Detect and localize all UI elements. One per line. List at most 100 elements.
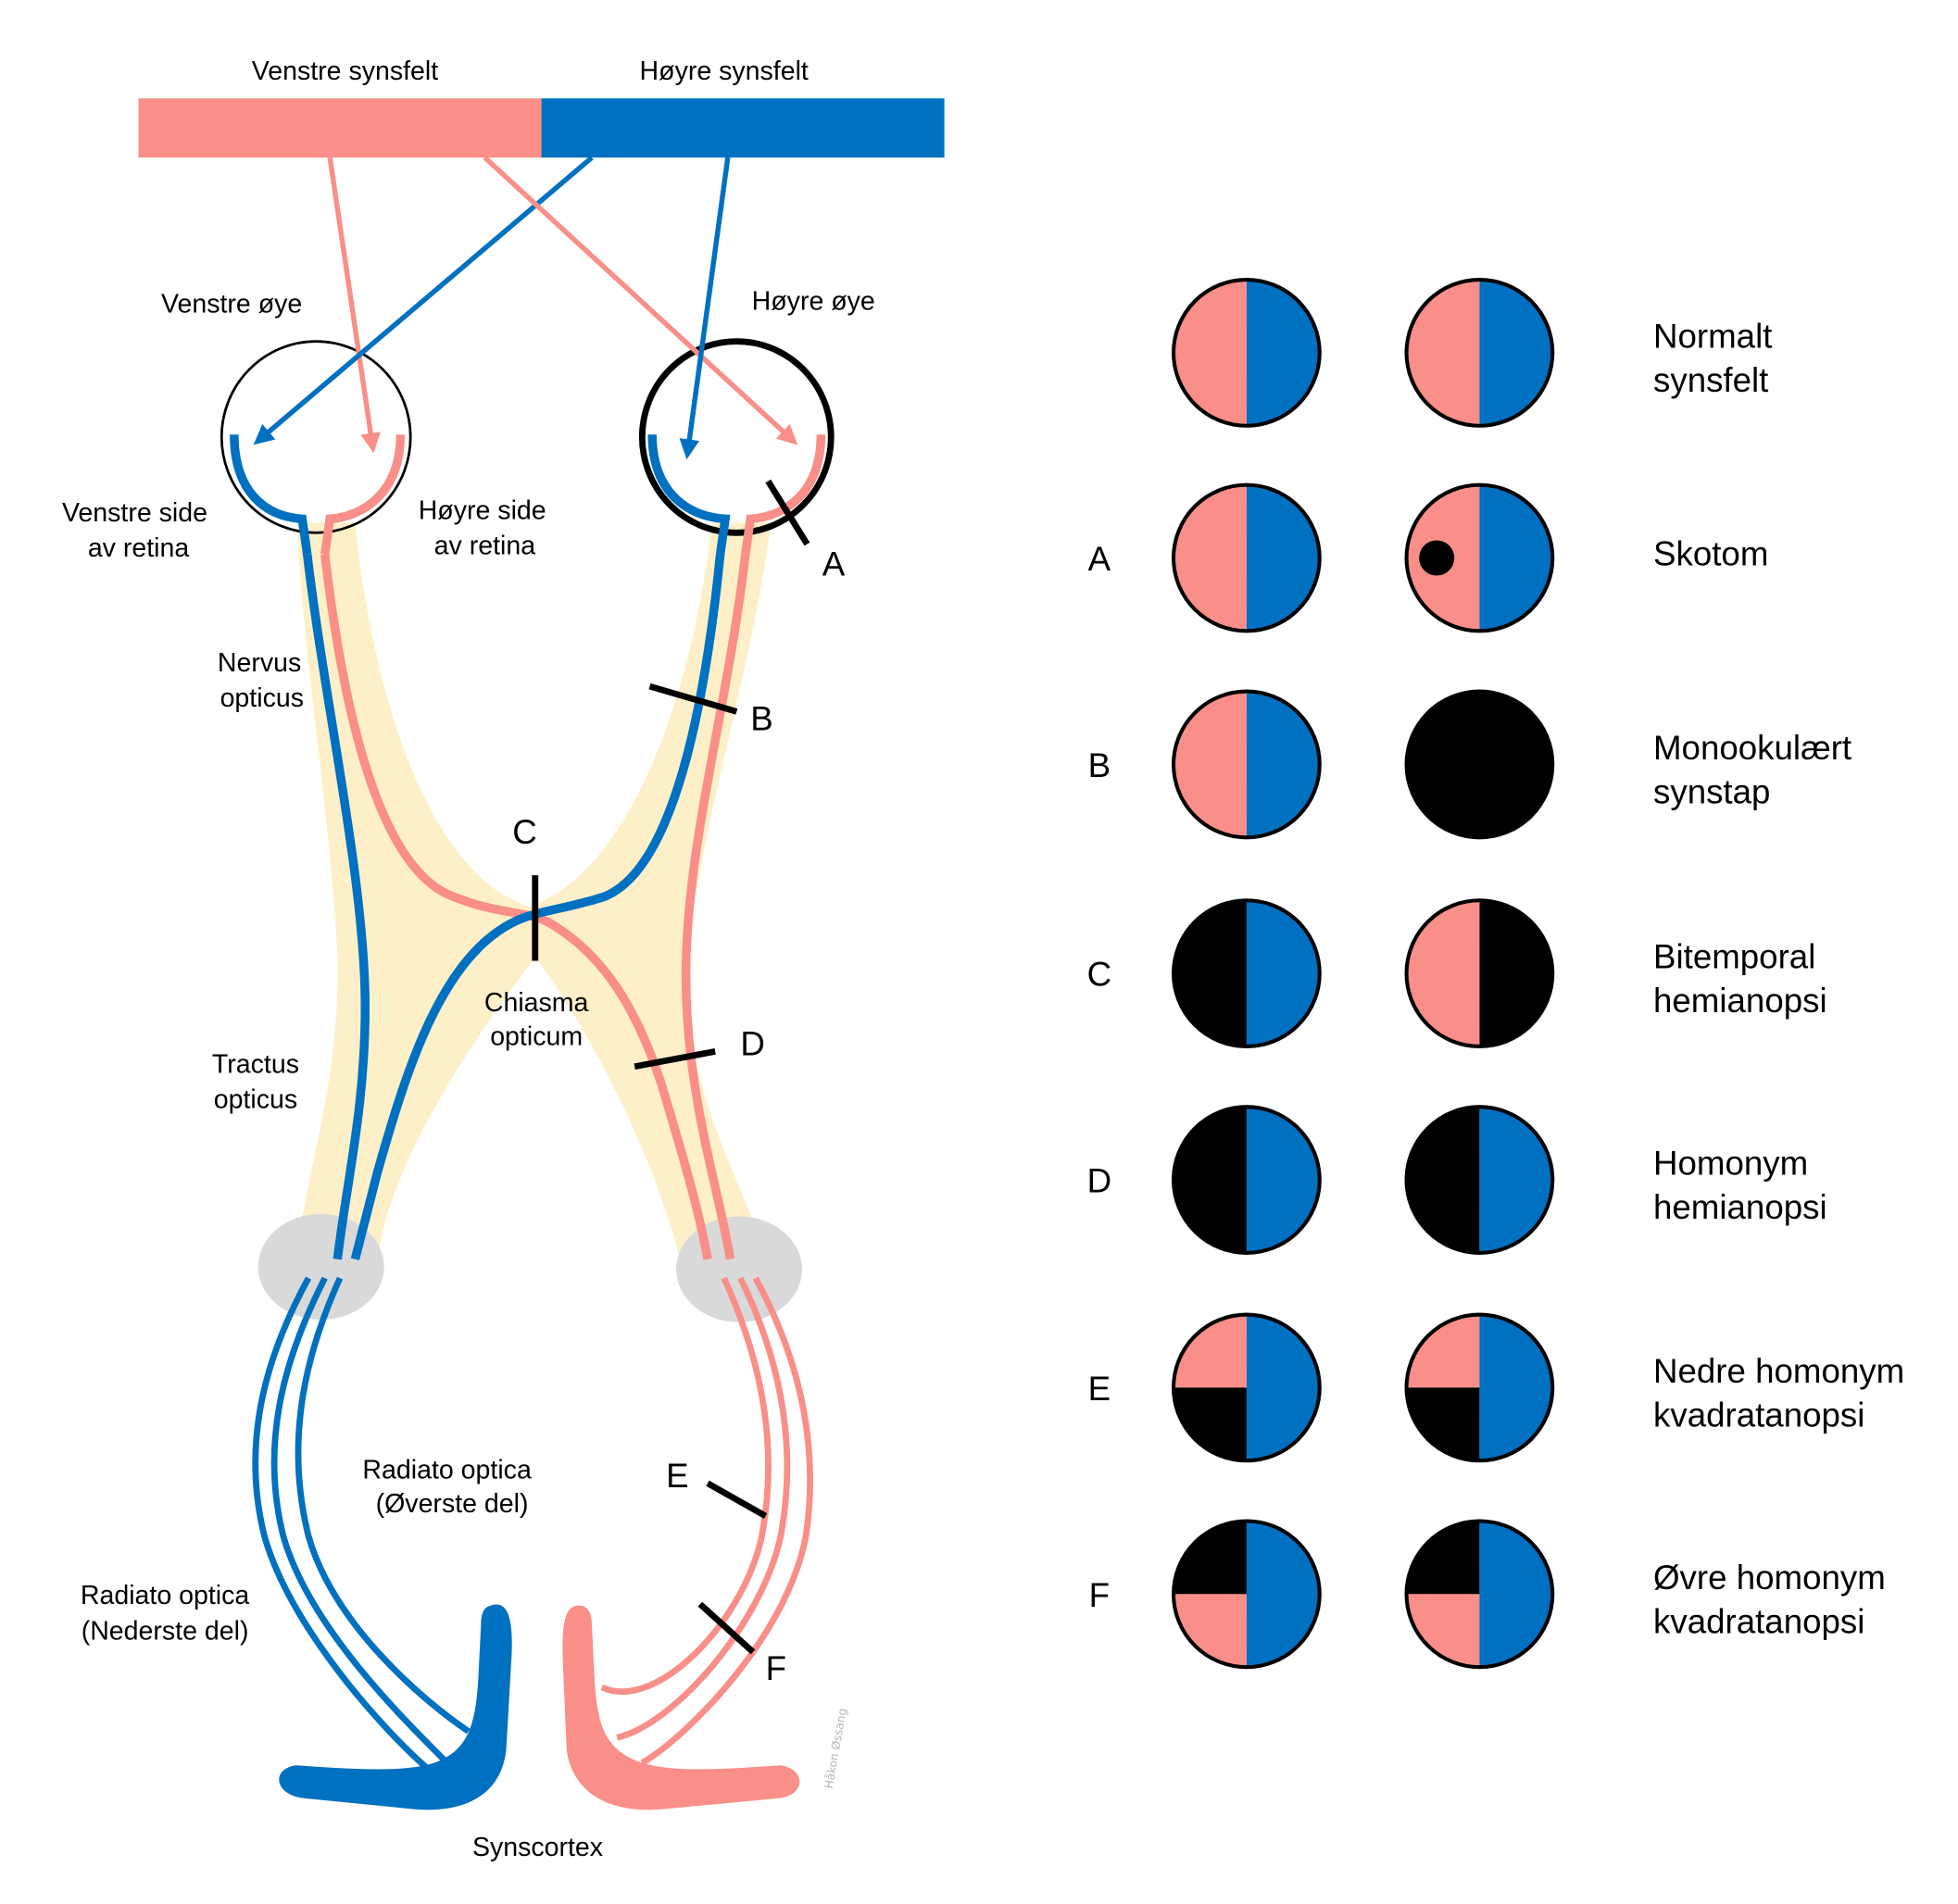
left-eye-field <box>1172 689 1322 840</box>
lesion-label-a: A <box>822 545 846 583</box>
defect-name-line1: Skotom <box>1653 535 1768 573</box>
right-eye-right-retina <box>741 434 826 556</box>
left-hemifield <box>1174 691 1247 838</box>
field-outline <box>1404 482 1555 633</box>
right-eye-field <box>1404 1105 1555 1255</box>
left-eye-field <box>1172 482 1322 633</box>
left-retina-label-line2: av retina <box>88 533 190 563</box>
field-outline <box>1172 898 1322 1049</box>
row-marker: F <box>1089 1576 1110 1614</box>
chiasma-label-line1: Chiasma <box>484 988 589 1018</box>
row-marker: E <box>1088 1370 1111 1408</box>
defect-row: C Bitemporal hemianopsi <box>1087 898 1827 1049</box>
field-outline <box>1404 898 1555 1049</box>
row-marker: C <box>1087 956 1112 994</box>
pink-arrow-to-right-eye <box>483 156 798 445</box>
lesion-label-d: D <box>740 1024 765 1062</box>
row-marker: A <box>1088 540 1111 578</box>
left-uncrossed-fiber <box>302 553 370 1260</box>
defect-name-line1: Bitemporal <box>1653 938 1815 976</box>
right-retina-label-line2: av retina <box>434 531 536 560</box>
lost-lower-left-quadrant <box>1406 1387 1480 1461</box>
synscortex-label: Synscortex <box>472 1833 603 1862</box>
right-hemifield <box>1246 280 1320 426</box>
scotoma-spot <box>1419 540 1455 576</box>
lower-left-quadrant <box>1174 1594 1247 1668</box>
right-hemifield <box>1479 1314 1553 1461</box>
right-hemifield <box>1246 691 1320 838</box>
left-eye-label: Venstre øye <box>161 289 302 319</box>
lesion-label-f: F <box>766 1649 786 1687</box>
right-hemifield <box>1246 1314 1320 1461</box>
right-uncrossed-fiber <box>681 553 750 1260</box>
left-optic-radiation <box>252 1276 471 1772</box>
left-eye <box>220 340 412 534</box>
left-eye-field <box>1172 277 1322 428</box>
defect-name-line2: synstap <box>1653 773 1770 811</box>
defect-name-line1: Normalt <box>1653 317 1772 355</box>
right-eye-field <box>1404 898 1555 1049</box>
left-retina-label-line1: Venstre side <box>62 498 207 528</box>
defect-row: F Øvre homonym kvadratanopsi <box>1089 1519 1886 1670</box>
field-outline <box>1172 1312 1322 1463</box>
right-visual-field-label: Høyre synsfelt <box>640 56 809 86</box>
field-outline <box>1404 277 1555 428</box>
right-eye-field <box>1404 1519 1555 1670</box>
right-eye-field <box>1404 1312 1555 1463</box>
lesion-mark-f <box>697 1601 756 1655</box>
lesion-label-c: C <box>512 813 537 851</box>
optic-nerve-sheath <box>295 522 772 1259</box>
right-hemifield <box>1479 1107 1553 1253</box>
lesion-label-e: E <box>666 1457 688 1495</box>
lesion-mark-d <box>634 1048 716 1071</box>
lower-left-quadrant <box>1406 1594 1480 1668</box>
left-eye-field <box>1172 1312 1322 1463</box>
left-crossing-fiber <box>320 553 712 1260</box>
artist-signature: Håkon Øssang <box>822 1708 849 1790</box>
right-visual-cortex <box>562 1605 800 1810</box>
right-eye-left-retina <box>647 434 731 556</box>
defect-name-line2: hemianopsi <box>1653 1188 1827 1226</box>
lesion-mark-a <box>765 479 810 546</box>
row-marker: B <box>1088 746 1111 784</box>
right-eye-field <box>1404 689 1555 840</box>
left-eye-field <box>1172 1105 1322 1255</box>
defect-name-line2: kvadratanopsi <box>1653 1397 1864 1434</box>
field-outline <box>1404 1105 1555 1255</box>
left-eye-field <box>1172 898 1322 1049</box>
defect-name-line1: Øvre homonym <box>1653 1559 1886 1597</box>
defect-name-line2: hemianopsi <box>1653 982 1827 1020</box>
lost-field <box>1404 689 1555 840</box>
right-visual-field-bar <box>541 98 945 158</box>
defect-name-line1: Homonym <box>1653 1145 1808 1183</box>
lost-upper-left-quadrant <box>1406 1521 1480 1595</box>
lesion-label-b: B <box>750 700 772 738</box>
lost-left-hemifield <box>1406 1107 1480 1253</box>
field-outline <box>1172 277 1322 428</box>
blue-arrow-to-right-eye <box>679 157 731 460</box>
lost-upper-left-quadrant <box>1174 1521 1247 1595</box>
left-visual-field-label: Venstre synsfelt <box>252 56 438 86</box>
right-hemifield <box>1246 1107 1320 1253</box>
field-outline <box>1404 1519 1555 1670</box>
row-marker: D <box>1087 1162 1112 1200</box>
right-optic-radiation <box>600 1276 813 1766</box>
radiato-upper-label-line1: Radiato optica <box>362 1455 532 1484</box>
left-lgn <box>257 1213 384 1320</box>
tractus-opticus-label-line2: opticus <box>214 1085 297 1115</box>
right-crossing-fiber <box>350 553 725 1260</box>
right-hemifield <box>1479 484 1553 632</box>
left-visual-cortex <box>279 1604 512 1810</box>
radiato-lower-label-line2: (Nederste del) <box>82 1616 249 1646</box>
radiato-upper-label-line2: (Øverste del) <box>376 1489 529 1519</box>
upper-left-quadrant <box>1406 1314 1480 1388</box>
defect-name-line2: kvadratanopsi <box>1653 1602 1864 1640</box>
right-hemifield <box>1479 280 1553 426</box>
field-outline <box>1172 689 1322 840</box>
field-outline <box>1172 482 1322 633</box>
left-hemifield <box>1174 280 1247 426</box>
